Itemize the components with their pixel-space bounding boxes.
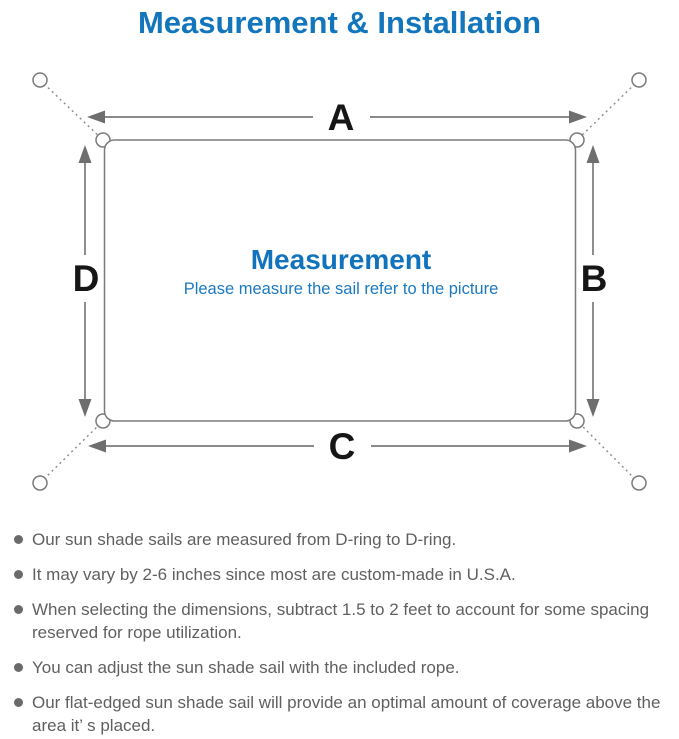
- dim-label-d: D: [73, 258, 100, 299]
- rope-line-top-right: [576, 79, 640, 141]
- anchor-point-top-right: [631, 72, 647, 88]
- list-item: It may vary by 2-6 inches since most are…: [14, 563, 673, 586]
- arrow-right-icon: [569, 110, 587, 124]
- list-item: You can adjust the sun shade sail with t…: [14, 656, 673, 679]
- arrow-down-icon: [586, 399, 600, 417]
- infographic-page: Measurement & Installation: [0, 4, 679, 739]
- note-text: It may vary by 2-6 inches since most are…: [32, 565, 516, 584]
- anchor-points: [32, 72, 647, 491]
- bullet-icon: [14, 535, 23, 544]
- dim-label-b: B: [581, 258, 608, 299]
- arrow-up-icon: [586, 145, 600, 163]
- anchor-point-bottom-right: [631, 475, 647, 491]
- anchor-point-bottom-left: [32, 475, 48, 491]
- bullet-icon: [14, 605, 23, 614]
- note-text: Our sun shade sails are measured from D-…: [32, 530, 457, 549]
- arrow-left-icon: [88, 439, 106, 453]
- note-text: You can adjust the sun shade sail with t…: [32, 658, 460, 677]
- list-item: When selecting the dimensions, subtract …: [14, 598, 673, 644]
- note-text: When selecting the dimensions, subtract …: [32, 600, 650, 642]
- page-title: Measurement & Installation: [137, 5, 542, 40]
- dimension-d: D: [73, 145, 100, 417]
- bullet-icon: [14, 698, 23, 707]
- dimension-b: B: [581, 145, 608, 417]
- arrow-left-icon: [87, 110, 105, 124]
- arrow-right-icon: [569, 439, 587, 453]
- anchor-point-top-left: [32, 72, 48, 88]
- dim-label-c: C: [329, 426, 356, 467]
- diagram-center-subtitle: Please measure the sail refer to the pic…: [184, 280, 499, 298]
- sail-rectangle: [103, 139, 577, 422]
- dimension-a: A: [87, 97, 587, 138]
- list-item: Our sun shade sails are measured from D-…: [14, 528, 673, 551]
- list-item: Our flat-edged sun shade sail will provi…: [14, 691, 673, 737]
- rope-line-bottom-right: [576, 420, 640, 484]
- diagram-center-title: Measurement: [251, 244, 432, 275]
- arrow-down-icon: [78, 399, 92, 417]
- measurement-diagram: A C D: [0, 48, 679, 520]
- bullet-icon: [14, 570, 23, 579]
- sail-diagram-svg: A C D: [32, 72, 647, 491]
- dimension-c: C: [88, 426, 587, 467]
- rope-dashed-lines: [39, 79, 640, 484]
- rope-line-bottom-left: [39, 420, 104, 484]
- dim-label-a: A: [328, 97, 355, 138]
- arrow-up-icon: [78, 145, 92, 163]
- rope-line-top-left: [39, 79, 104, 141]
- measurement-notes-list: Our sun shade sails are measured from D-…: [0, 528, 679, 737]
- note-text: Our flat-edged sun shade sail will provi…: [32, 693, 661, 735]
- bullet-icon: [14, 663, 23, 672]
